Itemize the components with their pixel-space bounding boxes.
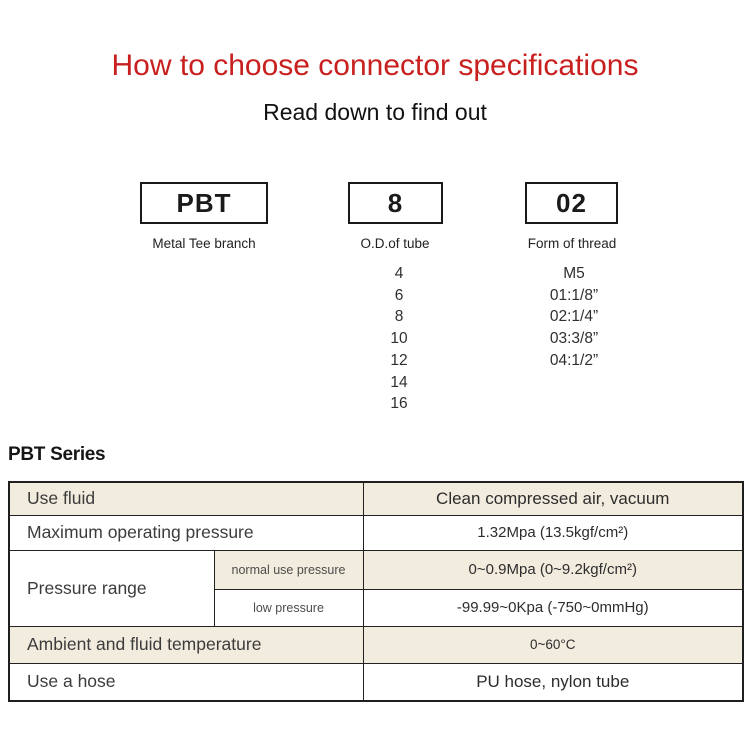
spec-value-hose: PU hose, nylon tube: [362, 662, 744, 702]
thread-form-option: M5: [563, 265, 585, 282]
tube-od-option: 4: [394, 265, 404, 282]
model-code-tube-od: 8: [387, 187, 404, 218]
tube-od-option: 16: [390, 395, 408, 413]
tube-od-option: 14: [390, 373, 408, 391]
spec-row-pressure-normal: Pressure range normal use pressure 0~0.9…: [8, 549, 744, 627]
spec-sublabel-low-pressure: low pressure: [213, 588, 364, 627]
caption-thread: Form of thread: [527, 236, 617, 251]
thread-form-option: 03:3/8”: [549, 330, 599, 348]
spec-sublabel-normal-pressure: normal use pressure: [213, 549, 364, 590]
spec-value-ambient-temp: 0~60°C: [362, 625, 744, 664]
model-code-box-thread: 02: [525, 182, 618, 224]
spec-label-max-pressure: Maximum operating pressure: [8, 514, 364, 551]
spec-row-hose: Use a hose PU hose, nylon tube: [8, 662, 744, 702]
thread-form-option: 02:1/4”: [549, 308, 599, 326]
model-code-box-tube-od: 8: [348, 182, 443, 224]
spec-label-hose: Use a hose: [8, 662, 364, 702]
series-heading: PBT Series: [8, 444, 106, 465]
model-code-thread: 02: [556, 187, 587, 218]
spec-table: Use fluid Clean compressed air, vacuum M…: [8, 481, 744, 702]
tube-od-option: 10: [390, 330, 408, 348]
page-subtitle: Read down to find out: [263, 99, 487, 125]
model-code-series: PBT: [176, 187, 232, 218]
tube-od-option: 12: [390, 351, 408, 369]
page-title: How to choose connector specifications: [111, 49, 639, 82]
thread-form-option: 04:1/2”: [549, 351, 599, 369]
spec-row-ambient-temp: Ambient and fluid temperature 0~60°C: [8, 625, 744, 664]
spec-value-low-pressure: -99.99~0Kpa (-750~0mmHg): [362, 588, 744, 627]
spec-row-pressure-low: low pressure -99.99~0Kpa (-750~0mmHg): [9, 588, 744, 627]
model-code-box-series: PBT: [140, 182, 268, 224]
tube-od-option: 6: [394, 286, 404, 304]
spec-value-normal-pressure: 0~0.9Mpa (0~9.2kgf/cm²): [362, 549, 744, 590]
spec-label-pressure-range: Pressure range: [8, 549, 215, 627]
tube-od-option: 8: [394, 308, 404, 326]
spec-label-use-fluid: Use fluid: [8, 481, 364, 516]
spec-value-max-pressure: 1.32Mpa (13.5kgf/cm²): [362, 514, 744, 551]
caption-series: Metal Tee branch: [152, 236, 256, 251]
spec-row-use-fluid: Use fluid Clean compressed air, vacuum: [8, 481, 744, 516]
thread-form-option: 01:1/8”: [549, 286, 599, 304]
caption-tube-od: O.D.of tube: [360, 236, 430, 251]
thread-form-options-list: M5 01:1/8” 02:1/4” 03:3/8” 04:1/2”: [464, 263, 684, 372]
spec-row-max-pressure: Maximum operating pressure 1.32Mpa (13.5…: [8, 514, 744, 551]
tube-od-options-list: 4 6 8 10 12 14 16: [289, 263, 509, 415]
spec-label-ambient-temp: Ambient and fluid temperature: [8, 625, 364, 664]
spec-value-use-fluid: Clean compressed air, vacuum: [362, 481, 744, 516]
